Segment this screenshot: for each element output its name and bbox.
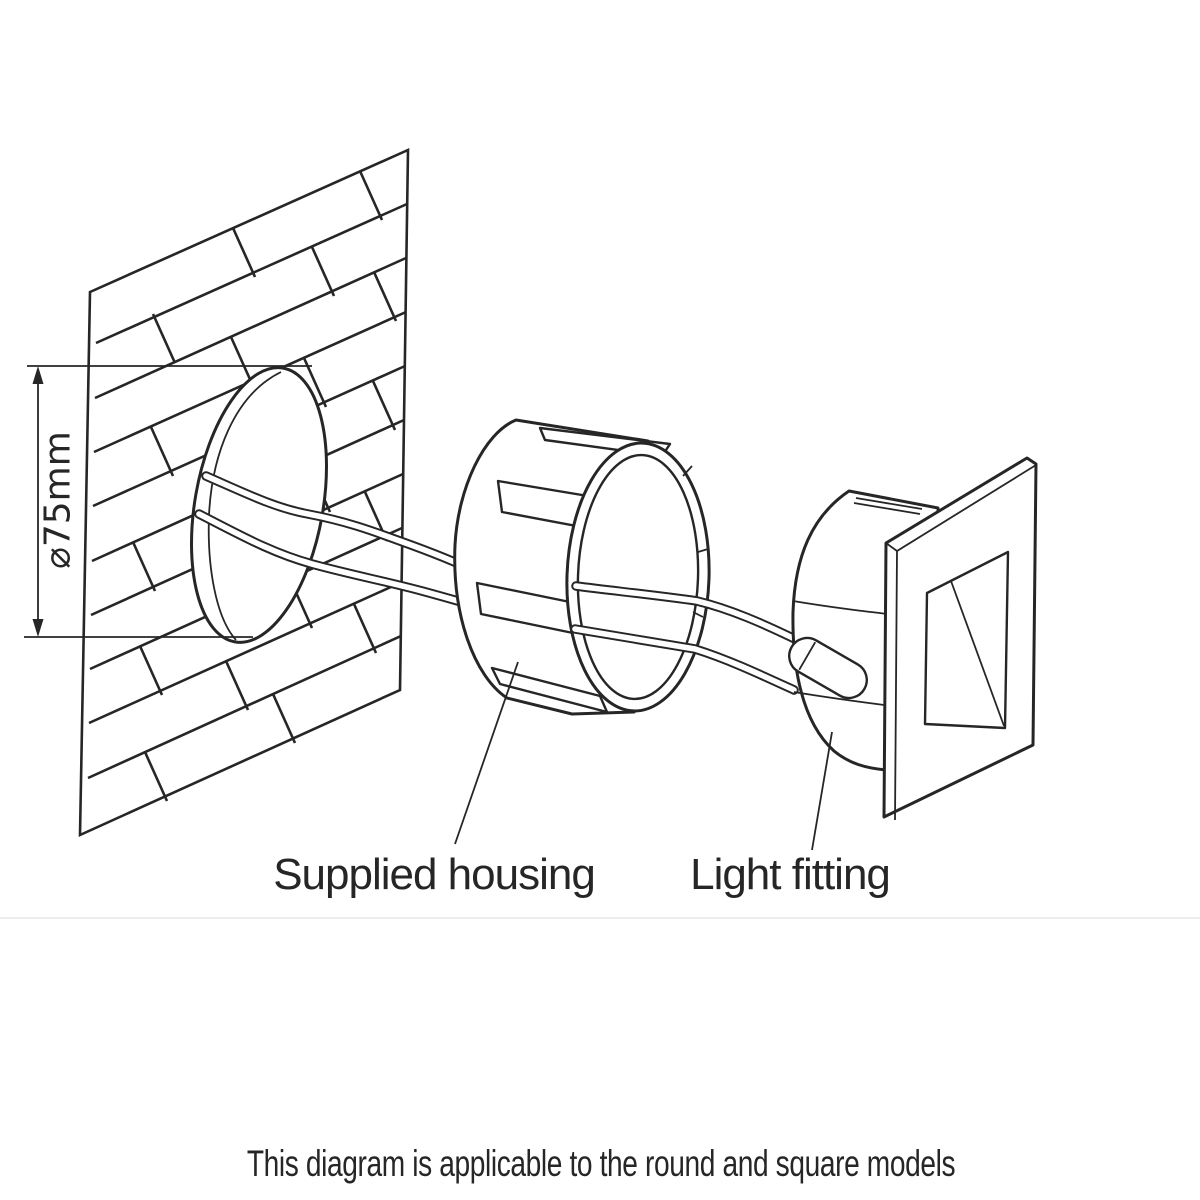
light-fitting <box>788 456 1038 821</box>
housing-slot-bottom <box>490 666 609 714</box>
supply-wires <box>194 471 483 612</box>
leader-light-fitting <box>811 731 833 851</box>
wall-with-cutout <box>78 147 410 838</box>
dimension-label: ⌀75mm <box>37 431 79 569</box>
arrowhead-up <box>32 366 44 384</box>
supplied-housing <box>453 418 711 716</box>
supply-wires-front <box>570 581 804 695</box>
leader-supplied-housing <box>454 661 519 845</box>
cutout-hole <box>190 366 328 644</box>
window-reflector-edge <box>950 580 1005 727</box>
faceplate-window <box>923 550 1010 730</box>
supplied-housing-label: Supplied housing <box>273 850 596 899</box>
caption: This diagram is applicable to the round … <box>246 1143 956 1184</box>
fitting-top-slot <box>855 497 923 510</box>
arrowhead-down <box>32 619 44 637</box>
light-fitting-label: Light fitting <box>690 850 891 899</box>
fitting-wire-slot <box>788 636 868 700</box>
wall-outline <box>78 147 410 838</box>
dimension-75mm <box>24 365 312 638</box>
